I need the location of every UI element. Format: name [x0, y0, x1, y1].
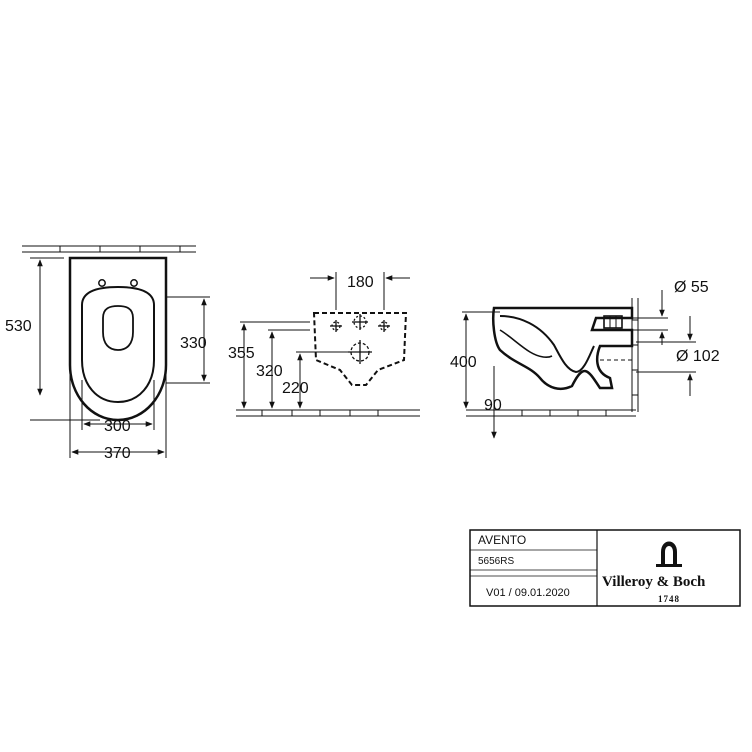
- bowl-rim-side: [499, 329, 553, 358]
- dim-label-300: 300: [104, 418, 131, 435]
- dimension-diameter-55: [626, 290, 668, 345]
- bowl-outline-front: [68, 256, 168, 422]
- title-block: AVENTO 5656RS V01 / 09.01.2020 Villeroy …: [469, 529, 741, 607]
- front-view: 530 330 300 370: [5, 245, 210, 462]
- dimension-400: [462, 311, 500, 409]
- fixing-hole-left: [98, 279, 106, 287]
- dimension-diameter-102: [636, 316, 696, 396]
- dim-label-diameter-55: Ø 55: [674, 279, 709, 296]
- side-view: 400 90 Ø 55 Ø 102: [450, 279, 720, 439]
- dim-label-400: 400: [450, 354, 477, 371]
- dim-label-320: 320: [256, 363, 283, 380]
- dim-label-330: 330: [180, 335, 207, 352]
- fixing-hole-right: [130, 279, 138, 287]
- villeroy-boch-logo-icon: [656, 541, 682, 567]
- dimension-330: [166, 296, 210, 384]
- fixing-point-top-left: [330, 320, 342, 332]
- dim-label-355: 355: [228, 345, 255, 362]
- brand-wordmark: Villeroy & Boch: [602, 574, 706, 590]
- rear-view: 180 355 320 220: [228, 272, 420, 417]
- floor-hatch-rear: [236, 409, 420, 417]
- dim-label-diameter-102: Ø 102: [676, 348, 720, 365]
- seat-rim-front: [81, 285, 155, 404]
- bowl-inner-side: [499, 315, 595, 374]
- fixing-point-top-right: [378, 320, 390, 332]
- dimension-355: [240, 321, 310, 409]
- dimension-320: [268, 329, 310, 409]
- version-date: V01 / 09.01.2020: [486, 587, 570, 599]
- bowl-opening-front: [102, 305, 134, 351]
- brand-year: 1748: [658, 594, 680, 604]
- product-name: AVENTO: [478, 533, 526, 547]
- dimension-530: [30, 257, 100, 421]
- dim-label-530: 530: [5, 318, 32, 335]
- bowl-profile-side: [492, 306, 634, 390]
- dim-label-90: 90: [484, 397, 502, 414]
- dim-label-220: 220: [282, 380, 309, 397]
- inlet-marker: [352, 314, 368, 330]
- wall-hatch-front: [22, 245, 196, 253]
- dimension-180: [310, 272, 410, 310]
- outlet-marker: [348, 340, 372, 364]
- dimension-300: [81, 380, 155, 430]
- dim-label-370: 370: [104, 445, 131, 462]
- dimension-220: [296, 351, 348, 409]
- article-number: 5656RS: [478, 556, 514, 567]
- dim-label-180: 180: [347, 274, 374, 291]
- inlet-pipe: [603, 315, 623, 329]
- rear-outline-dashed: [312, 312, 408, 386]
- dimension-370: [69, 365, 167, 458]
